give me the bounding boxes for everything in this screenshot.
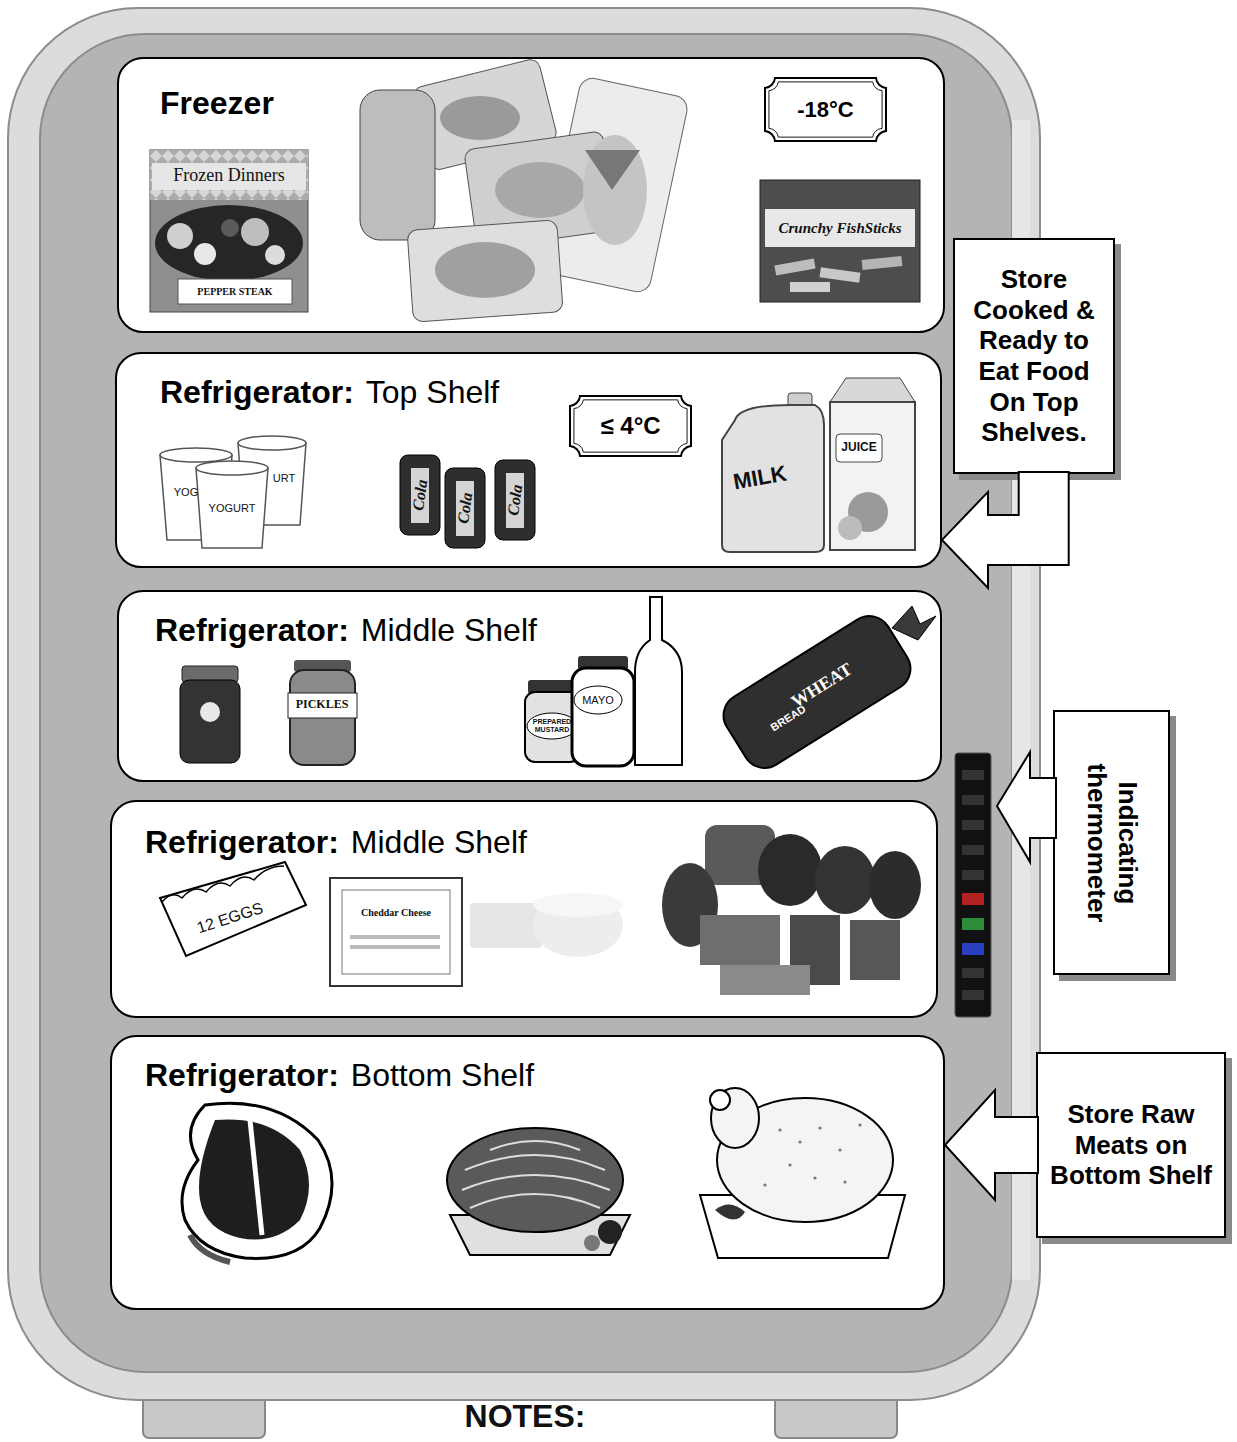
temperature-badge: ≤ 4°C <box>569 395 692 457</box>
juice-carton <box>830 378 915 550</box>
t-bone-steak <box>182 1103 332 1262</box>
product-label: YOGURT <box>209 502 256 514</box>
fridge-housing <box>8 8 1040 1400</box>
product-label: Cheddar Cheese <box>361 907 431 918</box>
shelf-title: Refrigerator: <box>160 374 354 411</box>
frozen-chicken-packs <box>360 58 690 323</box>
shelf-subtitle: Bottom Shelf <box>351 1057 534 1094</box>
bread-loaf <box>715 606 936 776</box>
badge-inner-border <box>574 400 687 452</box>
shelf-subtitle: Middle Shelf <box>361 612 537 649</box>
block-arrow <box>942 472 1069 588</box>
egg-carton <box>160 862 306 956</box>
callout-box: Store Cooked & Ready to Eat Food On Top … <box>953 238 1115 474</box>
badge-inner-border <box>769 82 882 137</box>
callout-text: Store Raw Meats on Bottom Shelf <box>1046 1099 1216 1191</box>
shelf-subtitle: Top Shelf <box>366 374 499 411</box>
product-label: MAYO <box>582 694 614 706</box>
milk-jug <box>722 393 824 552</box>
jam-jar <box>180 666 240 763</box>
ground-beef-pack <box>447 1128 630 1255</box>
shelf-heading: Refrigerator: Top Shelf <box>160 374 499 411</box>
shelf-title: Refrigerator: <box>145 1057 339 1094</box>
shelf-heading: Refrigerator: Bottom Shelf <box>145 1057 534 1094</box>
deli-meats <box>662 825 921 995</box>
block-arrow <box>945 1090 1038 1200</box>
product-label: PEPPER STEAK <box>197 286 272 297</box>
shelf-heading: Refrigerator: Middle Shelf <box>145 824 527 861</box>
product-label: PICKLES <box>296 698 349 711</box>
condiment-jars <box>525 597 682 766</box>
thermometer-strip <box>955 753 991 1017</box>
fish-sticks-box <box>760 180 920 302</box>
product-label: Crunchy FishSticks <box>779 220 902 237</box>
notes-heading: NOTES: <box>465 1399 586 1434</box>
cola-cans <box>400 455 535 548</box>
temperature-badge: -18°C <box>764 77 887 142</box>
shelf-heading: Refrigerator: Middle Shelf <box>155 612 537 649</box>
frozen-dinner-box <box>150 150 308 312</box>
temperature-value: -18°C <box>797 97 853 123</box>
yogurt-cups <box>160 436 306 548</box>
shelf-title: Refrigerator: <box>145 824 339 861</box>
fridge-interior <box>40 34 1012 1372</box>
raw-turkey <box>700 1088 905 1258</box>
product-label: URT <box>273 472 295 484</box>
shelf-title: Refrigerator: <box>155 612 349 649</box>
shelf-title: Freezer <box>160 85 274 122</box>
product-label: JUICE <box>841 441 876 454</box>
product-label: YOG <box>174 486 198 498</box>
callout-box: Store Raw Meats on Bottom Shelf <box>1036 1052 1226 1238</box>
cheese-pack <box>330 878 462 986</box>
callout-text: Store Cooked & Ready to Eat Food On Top … <box>963 264 1105 448</box>
product-label: PREPARED MUSTARD <box>530 718 574 733</box>
temperature-value: ≤ 4°C <box>600 412 660 440</box>
butter-and-cream-cheese <box>470 893 623 957</box>
shelf-subtitle: Middle Shelf <box>351 824 527 861</box>
pickles-jar <box>288 660 357 765</box>
badge-border <box>765 78 886 141</box>
leader-block-arrow <box>997 752 1056 862</box>
callout-box: Indicating thermometer <box>1053 710 1170 975</box>
product-label: Frozen Dinners <box>173 166 284 186</box>
callout-text: Indicating thermometer <box>1081 722 1142 963</box>
badge-border <box>570 396 691 456</box>
shelf-heading: Freezer <box>160 85 274 122</box>
